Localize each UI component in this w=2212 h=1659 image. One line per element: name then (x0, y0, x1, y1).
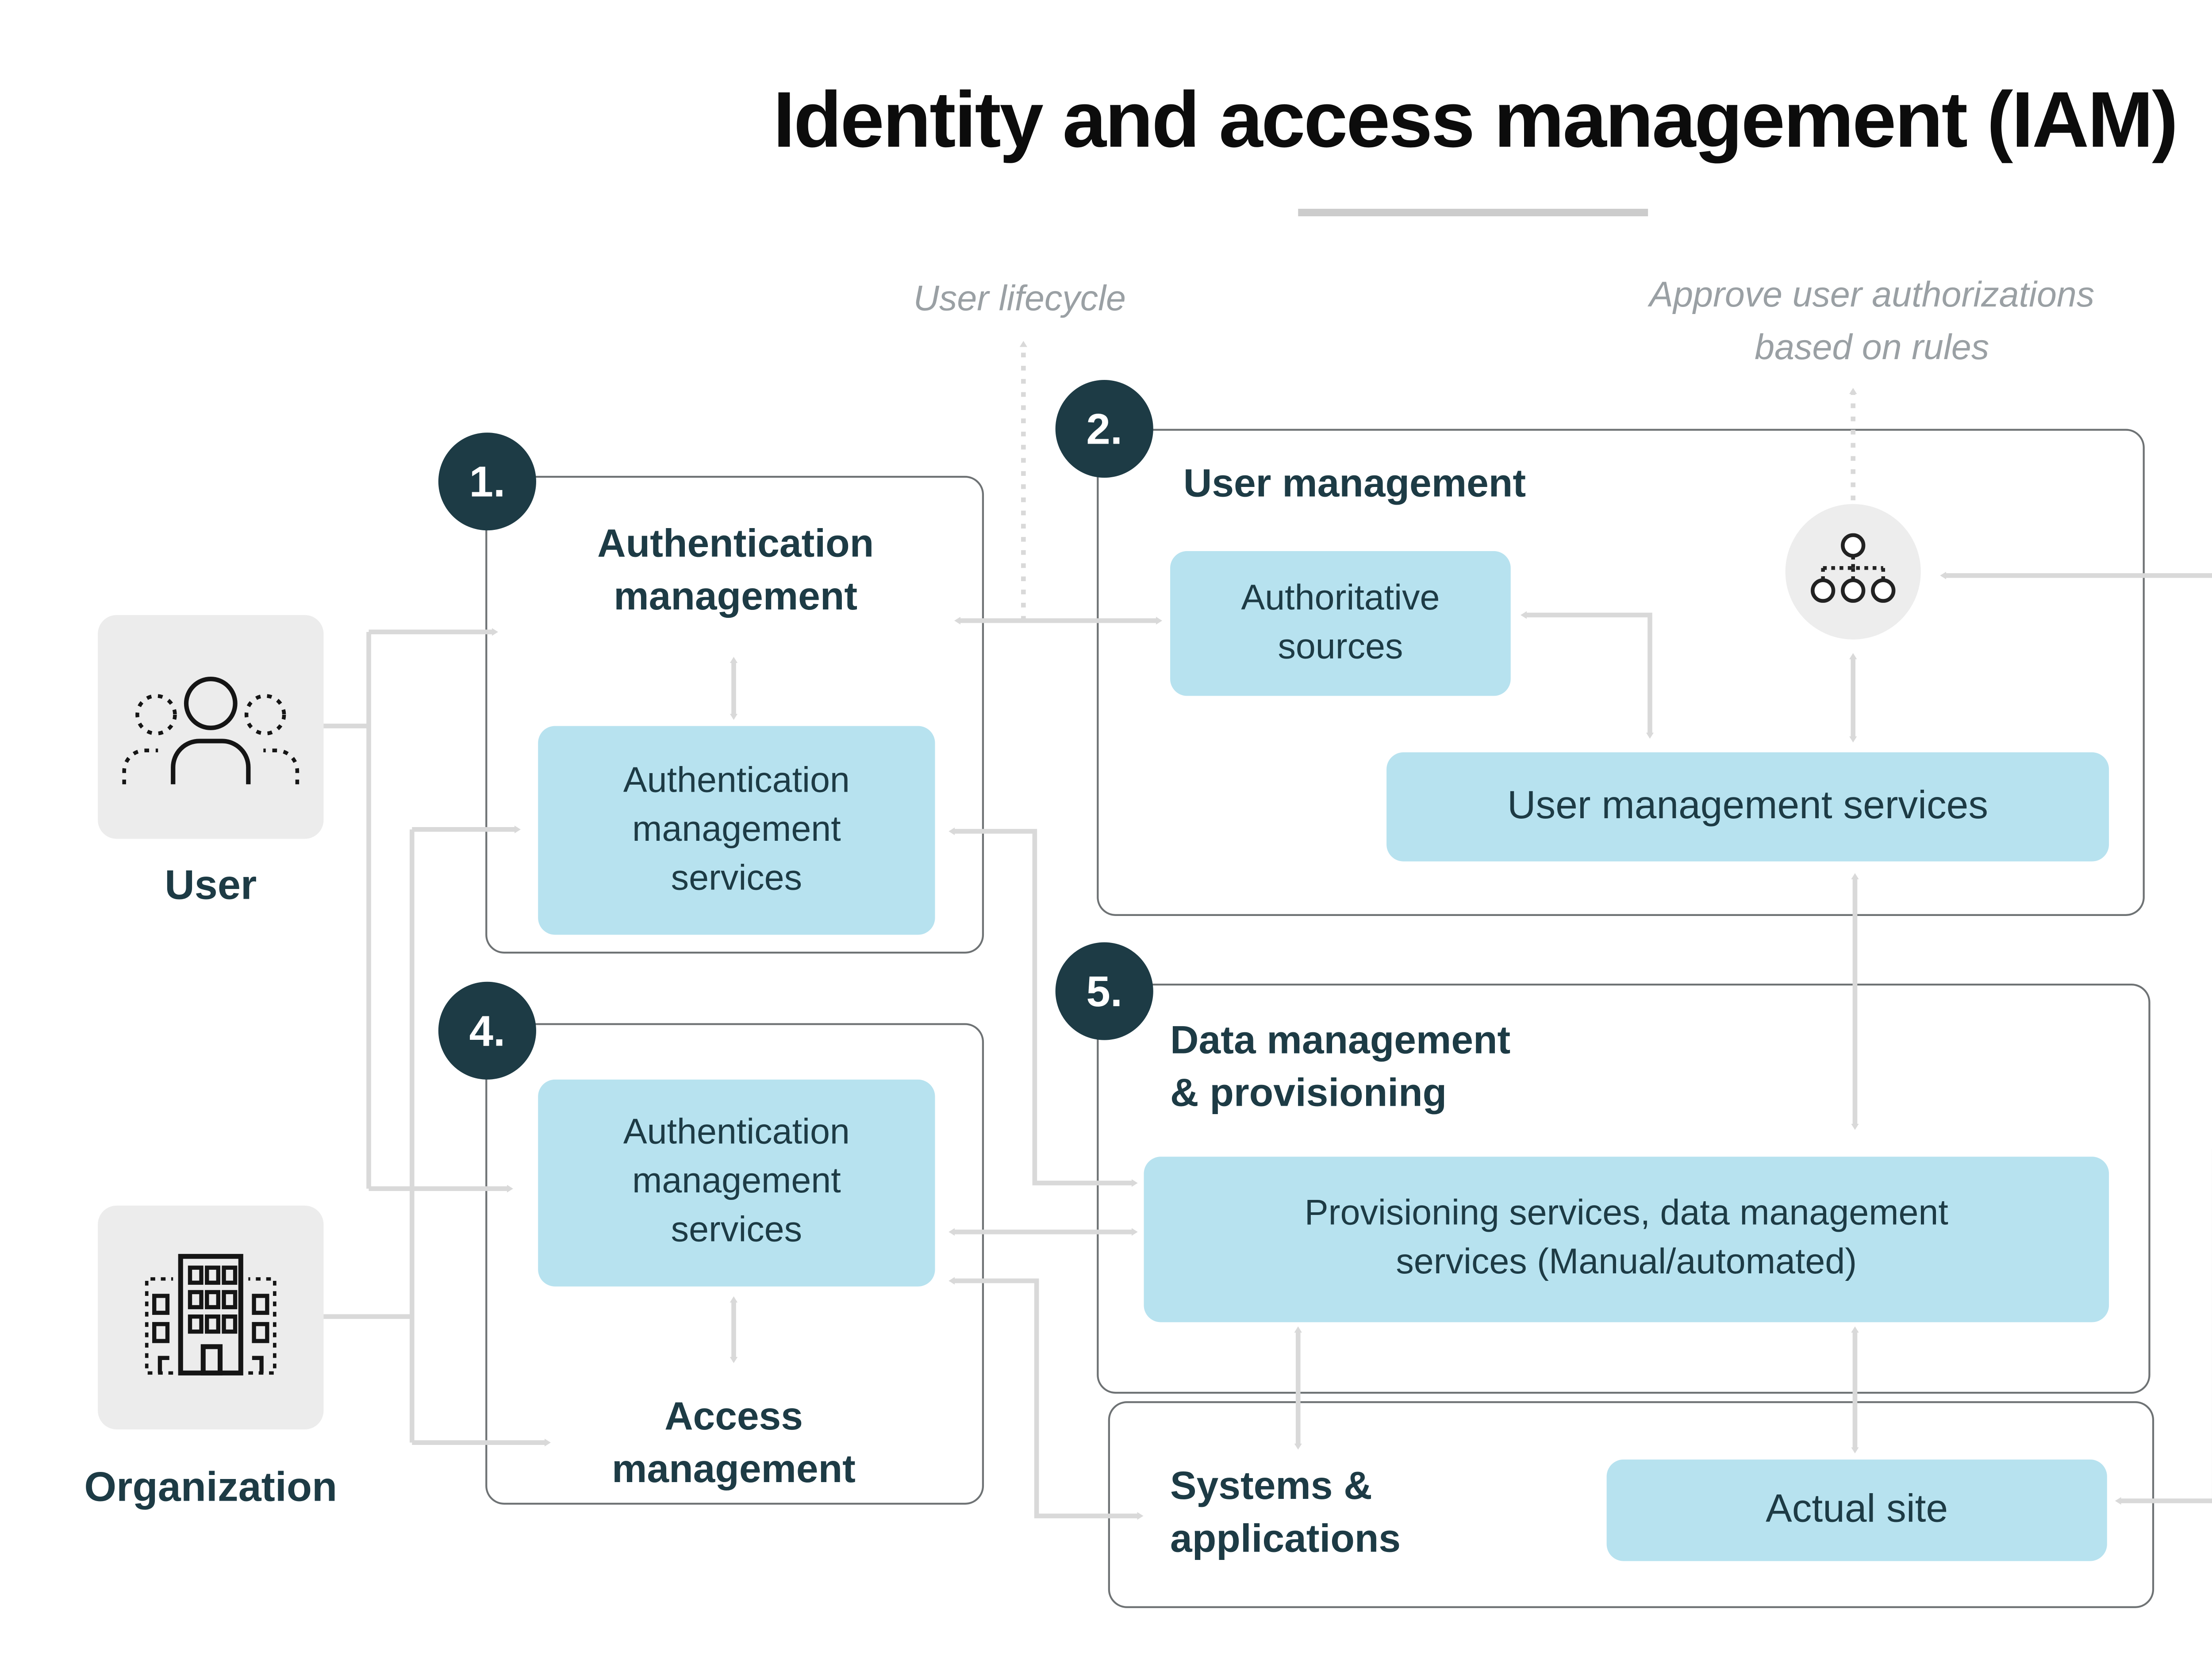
user-label: User (165, 861, 257, 908)
access-management-title: Access management (611, 1395, 856, 1492)
user-tile (98, 615, 324, 839)
org-chart-icon (1785, 504, 1921, 640)
users-icon (122, 677, 300, 785)
organization-tile (98, 1205, 324, 1429)
badge-5: 5. (1055, 942, 1153, 1040)
annotation-approve-line2: based on rules (1755, 329, 1989, 369)
annotation-approve-line1: Approve user authorizations (1649, 276, 2095, 316)
provisioning-services-node: Provisioning services, data management s… (1144, 1157, 2109, 1322)
authentication-services-node-1: Authentication management services (538, 726, 935, 935)
title-underline (1298, 209, 1648, 217)
annotation-user-lifecycle: User lifecycle (913, 280, 1126, 320)
user-management-title: User management (1183, 463, 1526, 506)
authoritative-sources-node: Authoritative sources (1170, 551, 1511, 696)
authentication-management-title: Authentication management (597, 523, 874, 619)
systems-applications-title: Systems & applications (1170, 1465, 1401, 1561)
organization-label: Organization (84, 1463, 338, 1510)
badge-2: 2. (1055, 380, 1153, 478)
building-icon (145, 1254, 276, 1375)
badge-1: 1. (438, 433, 536, 531)
badge-4: 4. (438, 981, 536, 1080)
page-title: Identity and access management (IAM) (773, 75, 2178, 164)
actual-site-node: Actual site (1606, 1459, 2107, 1561)
user-management-services-node: User management services (1386, 752, 2109, 862)
data-provisioning-title: Data management & provisioning (1170, 1019, 1511, 1115)
authentication-services-node-2: Authentication management services (538, 1079, 935, 1287)
